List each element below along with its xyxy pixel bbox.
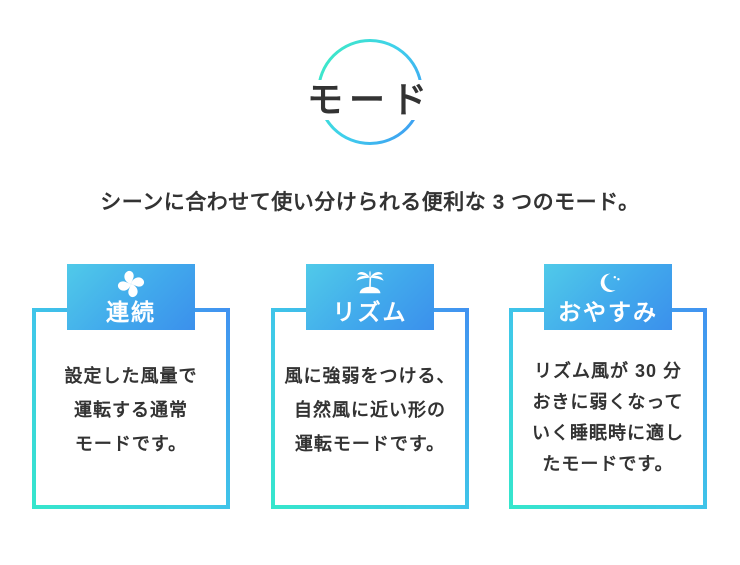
mode-description: 設定した風量で 運転する通常 モードです。 bbox=[36, 312, 226, 461]
section-header: モード bbox=[0, 37, 740, 147]
description-line: いく睡眠時に適し bbox=[532, 423, 684, 443]
palm-tree-icon bbox=[356, 270, 384, 294]
mode-label: おやすみ bbox=[558, 299, 658, 325]
mode-card-rhythm: リズム 風に強弱をつける、 自然風に近い形の 運転モードです。 bbox=[271, 264, 469, 509]
mode-description: 風に強弱をつける、 自然風に近い形の 運転モードです。 bbox=[275, 312, 465, 461]
description-line: 運転モードです。 bbox=[294, 434, 446, 454]
description-line: リズム風が 30 分 bbox=[533, 361, 683, 381]
fan-icon bbox=[117, 270, 145, 298]
section-subtitle: シーンに合わせて使い分けられる便利な 3 つのモード。 bbox=[100, 191, 640, 214]
description-line: 運転する通常 bbox=[74, 400, 188, 420]
mode-description: リズム風が 30 分 おきに弱くなって いく睡眠時に適し たモードです。 bbox=[513, 312, 703, 480]
moon-icon bbox=[600, 273, 620, 292]
page-title: モード bbox=[301, 80, 439, 120]
description-line: 設定した風量で bbox=[64, 366, 198, 386]
mode-badge-sleep: おやすみ bbox=[544, 264, 672, 330]
description-line: たモードです。 bbox=[542, 454, 674, 474]
mode-badge-rhythm: リズム bbox=[306, 264, 434, 330]
mode-label: リズム bbox=[332, 299, 408, 325]
mode-card-sleep: おやすみ リズム風が 30 分 おきに弱くなって いく睡眠時に適し たモードです… bbox=[509, 264, 707, 509]
mode-card-continuous: 連続 設定した風量で 運転する通常 モードです。 bbox=[32, 264, 230, 509]
description-line: 自然風に近い形の bbox=[294, 400, 446, 420]
description-line: 風に強弱をつける、 bbox=[284, 366, 456, 386]
mode-badge-continuous: 連続 bbox=[67, 264, 195, 330]
description-line: モードです。 bbox=[74, 434, 188, 454]
mode-label: 連続 bbox=[106, 299, 156, 325]
description-line: おきに弱くなって bbox=[532, 392, 684, 412]
